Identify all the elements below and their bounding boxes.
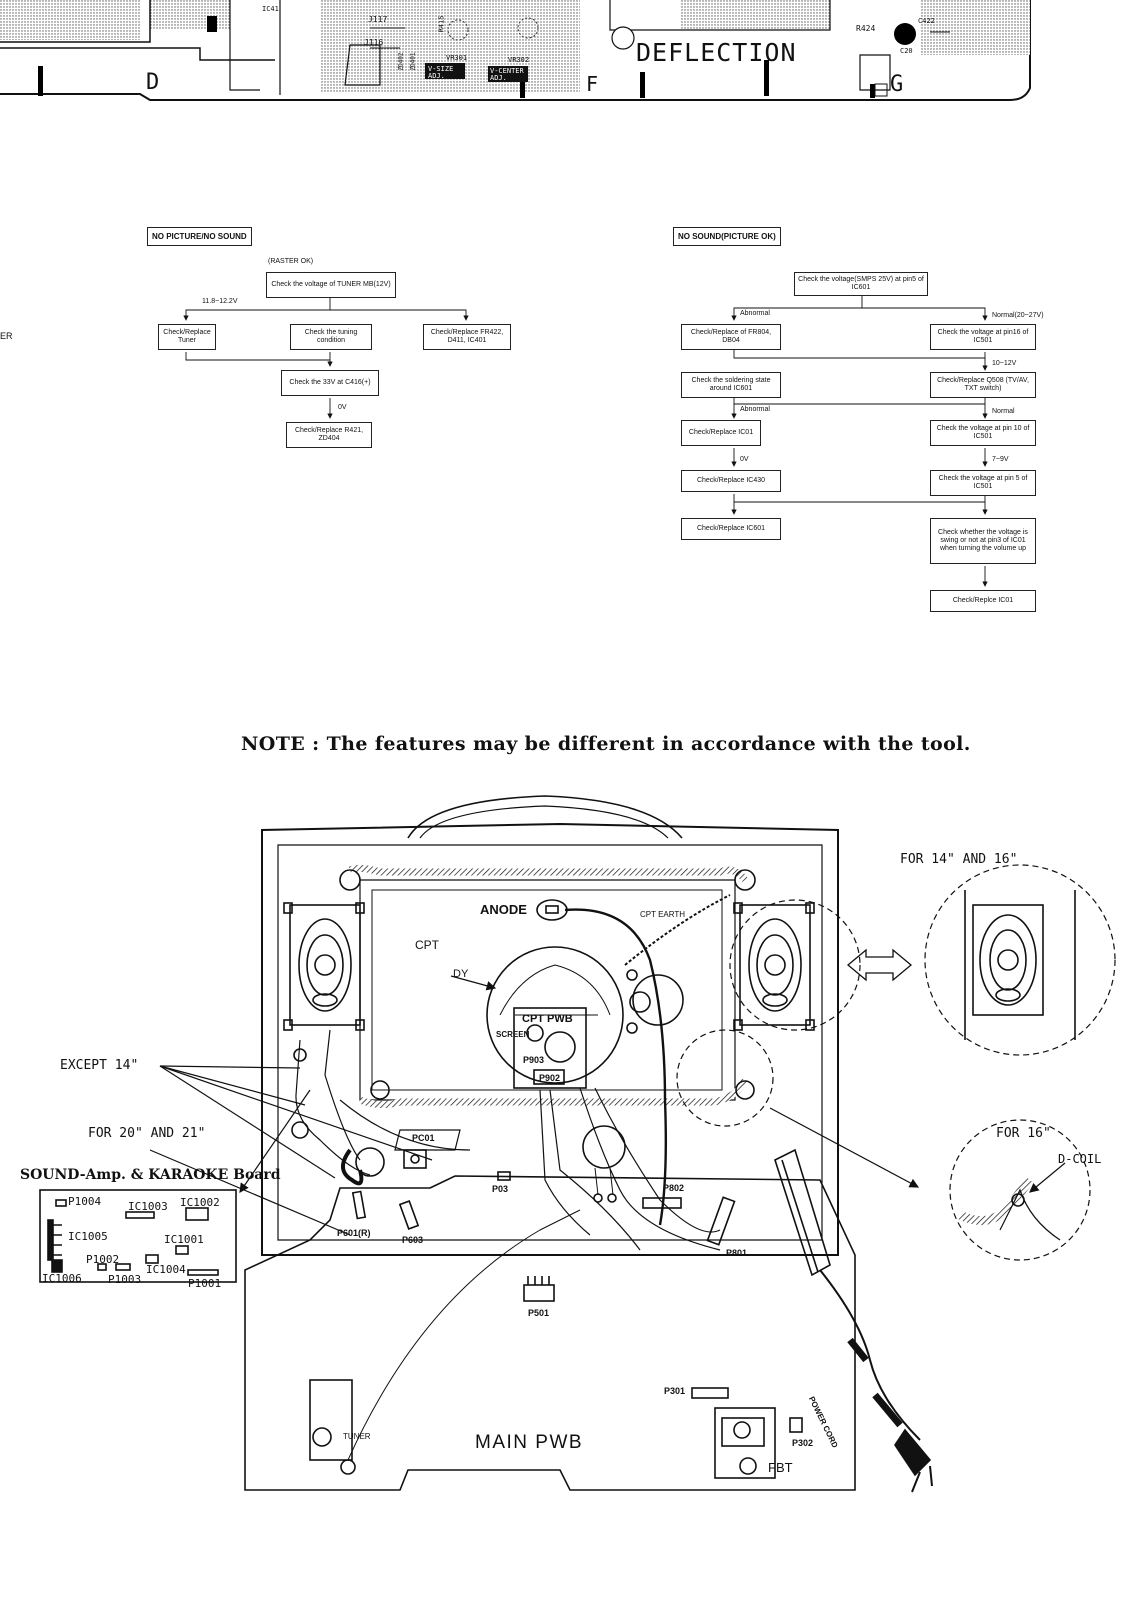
label-d-coil: D-COIL — [1058, 1152, 1102, 1166]
label-p801: P801 — [726, 1248, 748, 1258]
board-ic1002: IC1002 — [180, 1196, 220, 1209]
label-tuner: TUNER — [343, 1432, 371, 1441]
flow2-box-fr804: Check/Replace of FR804, DB04 — [681, 324, 781, 350]
label-p601r: P601(R) — [337, 1228, 371, 1238]
board-p1004: P1004 — [68, 1195, 102, 1208]
flow2-normal-1: Normal(20~27V) — [992, 312, 1044, 319]
board-ic1001: IC1001 — [164, 1233, 204, 1246]
pcb-label-r424: R424 — [856, 24, 876, 33]
note-text: NOTE : The features may be different in … — [241, 733, 971, 755]
flow1-box-33v: Check the 33V at C416(+) — [281, 370, 379, 396]
flow2-start-box: Check the voltage(SMPS 25V) at pin5 of I… — [794, 272, 928, 296]
label-anode: ANODE — [480, 902, 527, 917]
pcb-label-j116: J116 — [364, 38, 384, 47]
label-dy: DY — [453, 968, 469, 980]
flow2-abnormal-2: Abnormal — [740, 406, 770, 413]
flow1-cond-voltage: 11.8~12.2V — [202, 298, 238, 305]
label-for-16: FOR 16" — [996, 1126, 1051, 1141]
label-p301: P301 — [664, 1386, 686, 1396]
pcb-cut-label: ER — [0, 331, 13, 341]
flow1-box-fr422: Check/Replace FR422, D411, IC401 — [423, 324, 511, 350]
flow2-box-swing: Check whether the voltage is swing or no… — [930, 518, 1036, 564]
label-pc01: PC01 — [412, 1133, 435, 1143]
flow1-box-tuner: Check/Replace Tuner — [158, 324, 216, 350]
flow2-box-q508: Check/Replace Q508 (TV/AV, TXT switch) — [930, 372, 1036, 398]
flow1-title: NO PICTURE/NO SOUND — [147, 227, 252, 246]
flow2-box-ic01: Check/Replace IC01 — [681, 420, 761, 446]
sound-board-caption: SOUND-Amp. & KARAOKE Board — [20, 1167, 281, 1183]
flow1-start-box: Check the voltage of TUNER MB(12V) — [266, 272, 396, 298]
label-p903: P903 — [523, 1055, 545, 1065]
board-ic1003: IC1003 — [128, 1200, 168, 1213]
flow1-cond-0v: 0V — [338, 404, 347, 411]
pcb-label-j117: J117 — [368, 15, 388, 24]
board-p1002: P1002 — [86, 1253, 120, 1266]
board-ic1004: IC1004 — [146, 1263, 186, 1276]
pcb-label-c20: C20 — [900, 47, 913, 55]
pcb-section-f: F — [586, 72, 599, 96]
label-cpt-earth: CPT EARTH — [640, 910, 686, 919]
flow2-box-soldering: Check the soldering state around IC601 — [681, 372, 781, 398]
flow2-cond-10-12v: 10~12V — [992, 360, 1017, 367]
board-ic1005: IC1005 — [68, 1230, 108, 1243]
label-screen: SCREEN — [496, 1030, 530, 1039]
flow2-box-ic430: Check/Replace IC430 — [681, 470, 781, 492]
pcb-section-d: D — [146, 70, 160, 95]
label-p03: P03 — [492, 1184, 509, 1194]
label-p603: P603 — [402, 1235, 424, 1245]
pcb-label-vr302: VR302 — [508, 56, 530, 64]
flow1-box-tuning: Check the tuning condition — [290, 324, 372, 350]
pcb-vcenter-label: V-CENTER ADJ. — [490, 67, 524, 82]
pcb-left-marker: IC41 — [262, 5, 279, 13]
label-for-14-16: FOR 14" AND 16" — [900, 852, 1018, 867]
flow2-normal-2: Normal — [992, 408, 1015, 415]
label-cpt: CPT — [415, 938, 439, 952]
flow2-box-pin10: Check the voltage at pin 10 of IC501 — [930, 420, 1036, 446]
flow2-box-replace-ic01: Check/Replce IC01 — [930, 590, 1036, 612]
label-fbt: FBT — [768, 1460, 793, 1475]
label-cpt-pwb: CPT PWB — [522, 1013, 573, 1025]
pcb-vsize-label: V-SIZE ADJ. — [428, 65, 454, 80]
flowchart-connectors — [183, 294, 988, 587]
board-p1001: P1001 — [188, 1277, 222, 1290]
board-ic1006: IC1006 — [42, 1272, 82, 1285]
flow1-raster-note: (RASTER OK) — [268, 258, 314, 265]
label-p501: P501 — [528, 1308, 550, 1318]
label-main-pwb: MAIN PWB — [475, 1432, 584, 1453]
board-p1003: P1003 — [108, 1273, 142, 1286]
label-p302: P302 — [792, 1438, 814, 1448]
flow2-box-pin16: Check the voltage at pin16 of IC501 — [930, 324, 1036, 350]
pcb-deflection-label: DEFLECTION — [636, 38, 797, 67]
label-p902: P902 — [539, 1073, 561, 1083]
label-except-14: EXCEPT 14" — [60, 1058, 139, 1073]
flow2-title: NO SOUND(PICTURE OK) — [673, 227, 781, 246]
flow2-box-ic601: Check/Replace IC601 — [681, 518, 781, 540]
flow2-cond-0v: 0V — [740, 456, 749, 463]
flow1-box-r421: Check/Replace R421, ZD404 — [286, 422, 372, 448]
label-p802: P802 — [663, 1183, 685, 1193]
flow2-box-pin5: Check the voltage at pin 5 of IC501 — [930, 470, 1036, 496]
pcb-label-c422: C422 — [918, 17, 935, 25]
flow2-cond-7-9v: 7~9V — [992, 456, 1009, 463]
pcb-section-g: G — [890, 72, 904, 97]
pcb-strip — [0, 0, 1031, 101]
label-for-20-21: FOR 20" AND 21" — [88, 1126, 206, 1141]
pcb-label-vr301: VR301 — [446, 54, 468, 62]
flow2-abnormal-1: Abnormal — [740, 310, 770, 317]
